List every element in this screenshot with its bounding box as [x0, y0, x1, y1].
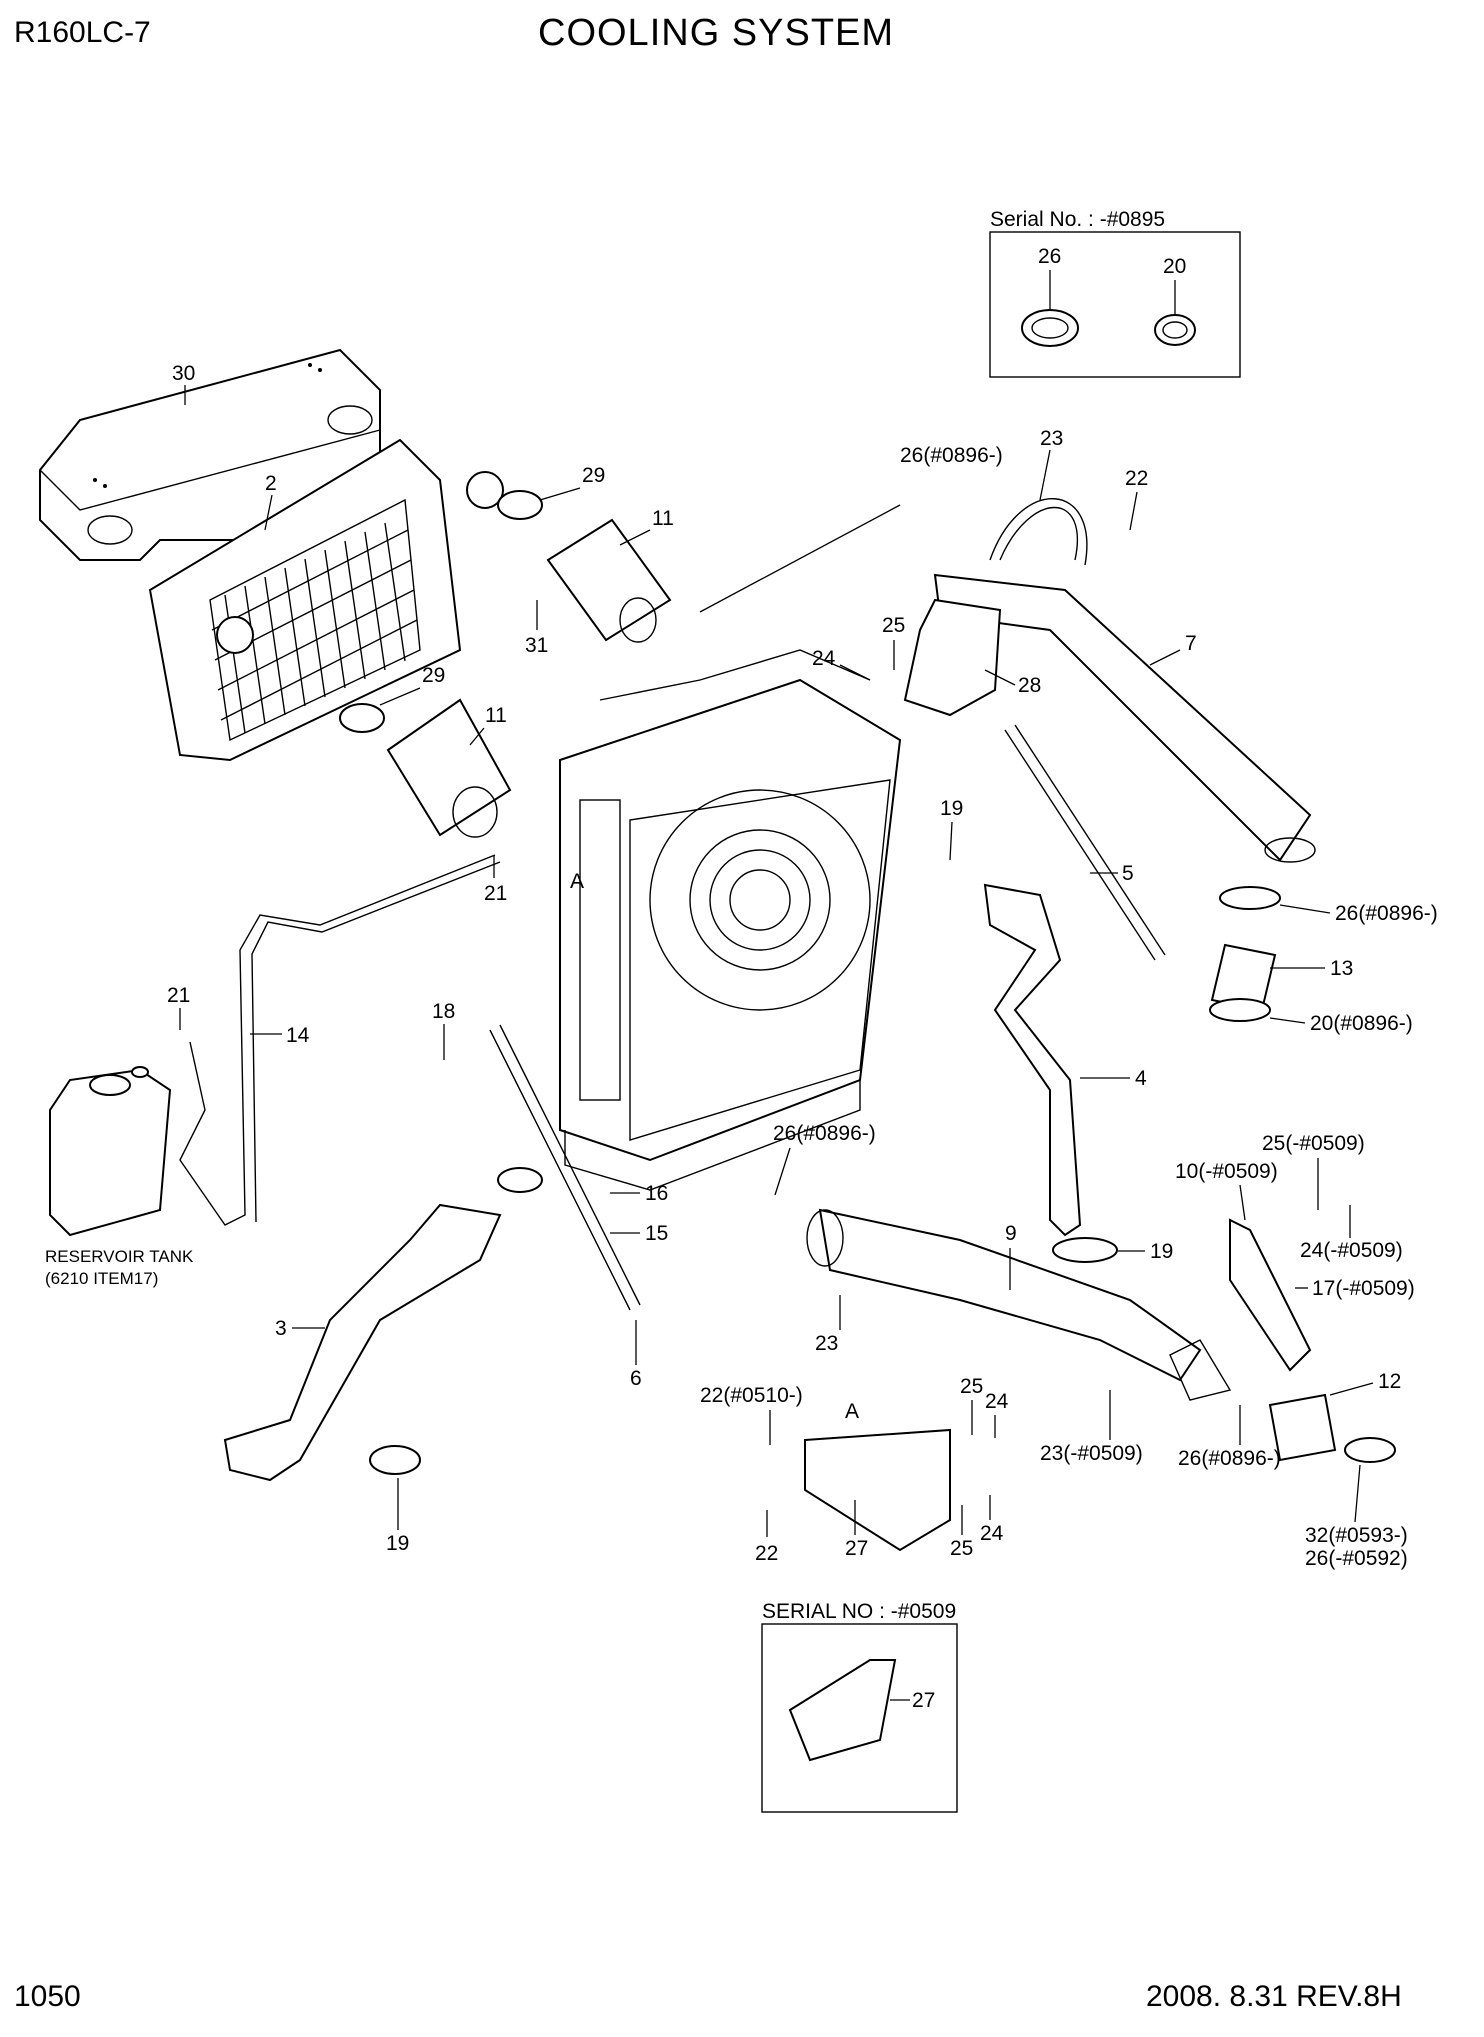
callout-29a: 29 — [582, 464, 605, 487]
reservoir-item-label: (6210 ITEM17) — [45, 1269, 158, 1288]
callout-11a: 11 — [652, 507, 674, 530]
callout-22c: 22 — [755, 1542, 778, 1565]
callout-24a: 24 — [812, 647, 836, 670]
callout-a-top: A — [570, 870, 584, 893]
inset-serial-0509: SERIAL NO : -#0509 27 — [761, 1600, 958, 1813]
callout-25b: 25(-#0509) — [1262, 1132, 1365, 1155]
callout-11b: 11 — [485, 704, 507, 727]
callout-18: 18 — [432, 1000, 455, 1023]
callout-17: 17(-#0509) — [1312, 1277, 1415, 1300]
callout-26b: 26(#0896-) — [1335, 902, 1438, 925]
callout-29b: 29 — [422, 664, 445, 687]
callout-23c: 23(-#0509) — [1040, 1442, 1143, 1465]
callout-26c: 26(#0896-) — [773, 1122, 876, 1145]
callout-23a: 23 — [1040, 427, 1063, 450]
callout-25a: 25 — [882, 614, 905, 637]
callout-24c: 24 — [985, 1390, 1009, 1413]
callout-6: 6 — [630, 1367, 642, 1390]
callout-26a: 26(#0896-) — [900, 444, 1003, 467]
callout-24b: 24(-#0509) — [1300, 1239, 1403, 1262]
model-number: R160LC-7 — [14, 16, 151, 49]
page-title: COOLING SYSTEM — [538, 12, 895, 54]
callout-22a: 22 — [1125, 467, 1148, 490]
callout-9: 9 — [1005, 1222, 1017, 1245]
lower-hose-4 — [983, 883, 1082, 1237]
inset-top-label-20: 20 — [1163, 255, 1186, 278]
intercooler-core — [148, 438, 504, 762]
callout-24d: 24 — [980, 1522, 1004, 1545]
callout-30: 30 — [172, 362, 195, 385]
inset-top-label-26: 26 — [1038, 245, 1061, 268]
callout-13: 13 — [1330, 957, 1353, 980]
inset-bottom-label-27: 27 — [912, 1689, 935, 1712]
callout-14: 14 — [286, 1024, 310, 1047]
hose-12 — [1268, 1393, 1337, 1462]
callout-20: 20(#0896-) — [1310, 1012, 1413, 1035]
callout-25d: 25 — [950, 1537, 973, 1560]
callout-19a: 19 — [940, 797, 963, 820]
callout-22b: 22(#0510-) — [700, 1384, 803, 1407]
lower-hose-3 — [223, 1203, 502, 1482]
inset-top-caption: Serial No. : -#0895 — [990, 208, 1165, 231]
stay-rod-5 — [1004, 729, 1156, 961]
callout-32: 32(#0593-) — [1305, 1524, 1408, 1547]
pipe-9 — [818, 1208, 1202, 1382]
bracket-28 — [903, 598, 1002, 717]
callout-21a: 21 — [484, 882, 507, 905]
callout-21b: 21 — [167, 984, 190, 1007]
callout-16: 16 — [645, 1182, 668, 1205]
callout-7: 7 — [1185, 632, 1197, 655]
inset-serial-0895: Serial No. : -#0895 26 20 — [989, 208, 1241, 378]
overflow-hose — [179, 854, 496, 1226]
reservoir-label: RESERVOIR TANK — [45, 1247, 194, 1266]
callout-2: 2 — [265, 472, 277, 495]
page-number: 1050 — [14, 1980, 81, 2013]
callout-19c: 19 — [386, 1532, 409, 1555]
callout-12: 12 — [1378, 1370, 1401, 1393]
callout-31: 31 — [525, 634, 548, 657]
callout-19b: 19 — [1150, 1240, 1173, 1263]
callout-26d: 26(#0896-) — [1178, 1447, 1281, 1470]
callout-4: 4 — [1135, 1067, 1147, 1090]
callout-23b: 23 — [815, 1332, 838, 1355]
callout-27: 27 — [845, 1537, 868, 1560]
callout-5: 5 — [1122, 862, 1134, 885]
revision-date: 2008. 8.31 REV.8H — [1146, 1980, 1402, 2013]
callout-3: 3 — [275, 1317, 287, 1340]
reservoir-tank: RESERVOIR TANK (6210 ITEM17) — [45, 1066, 194, 1288]
bracket-27 — [804, 1428, 951, 1552]
callout-a-bottom: A — [845, 1400, 859, 1423]
intercooler-hoses — [339, 490, 672, 838]
bracket-10 — [1229, 1218, 1312, 1372]
inset-bottom-caption: SERIAL NO : -#0509 — [762, 1600, 956, 1623]
callout-25c: 25 — [960, 1375, 983, 1398]
stay-rod-6 — [489, 1029, 631, 1311]
callouts: 30 2 29 11 31 29 11 21 14 21 18 A 26(#08… — [167, 362, 1438, 1570]
callout-10: 10(-#0509) — [1175, 1160, 1278, 1183]
hose-13 — [1209, 886, 1281, 1022]
callout-26e: 26(-#0592) — [1305, 1547, 1408, 1570]
radiator-assembly — [559, 649, 902, 1191]
callout-28: 28 — [1018, 674, 1041, 697]
callout-15: 15 — [645, 1222, 668, 1245]
